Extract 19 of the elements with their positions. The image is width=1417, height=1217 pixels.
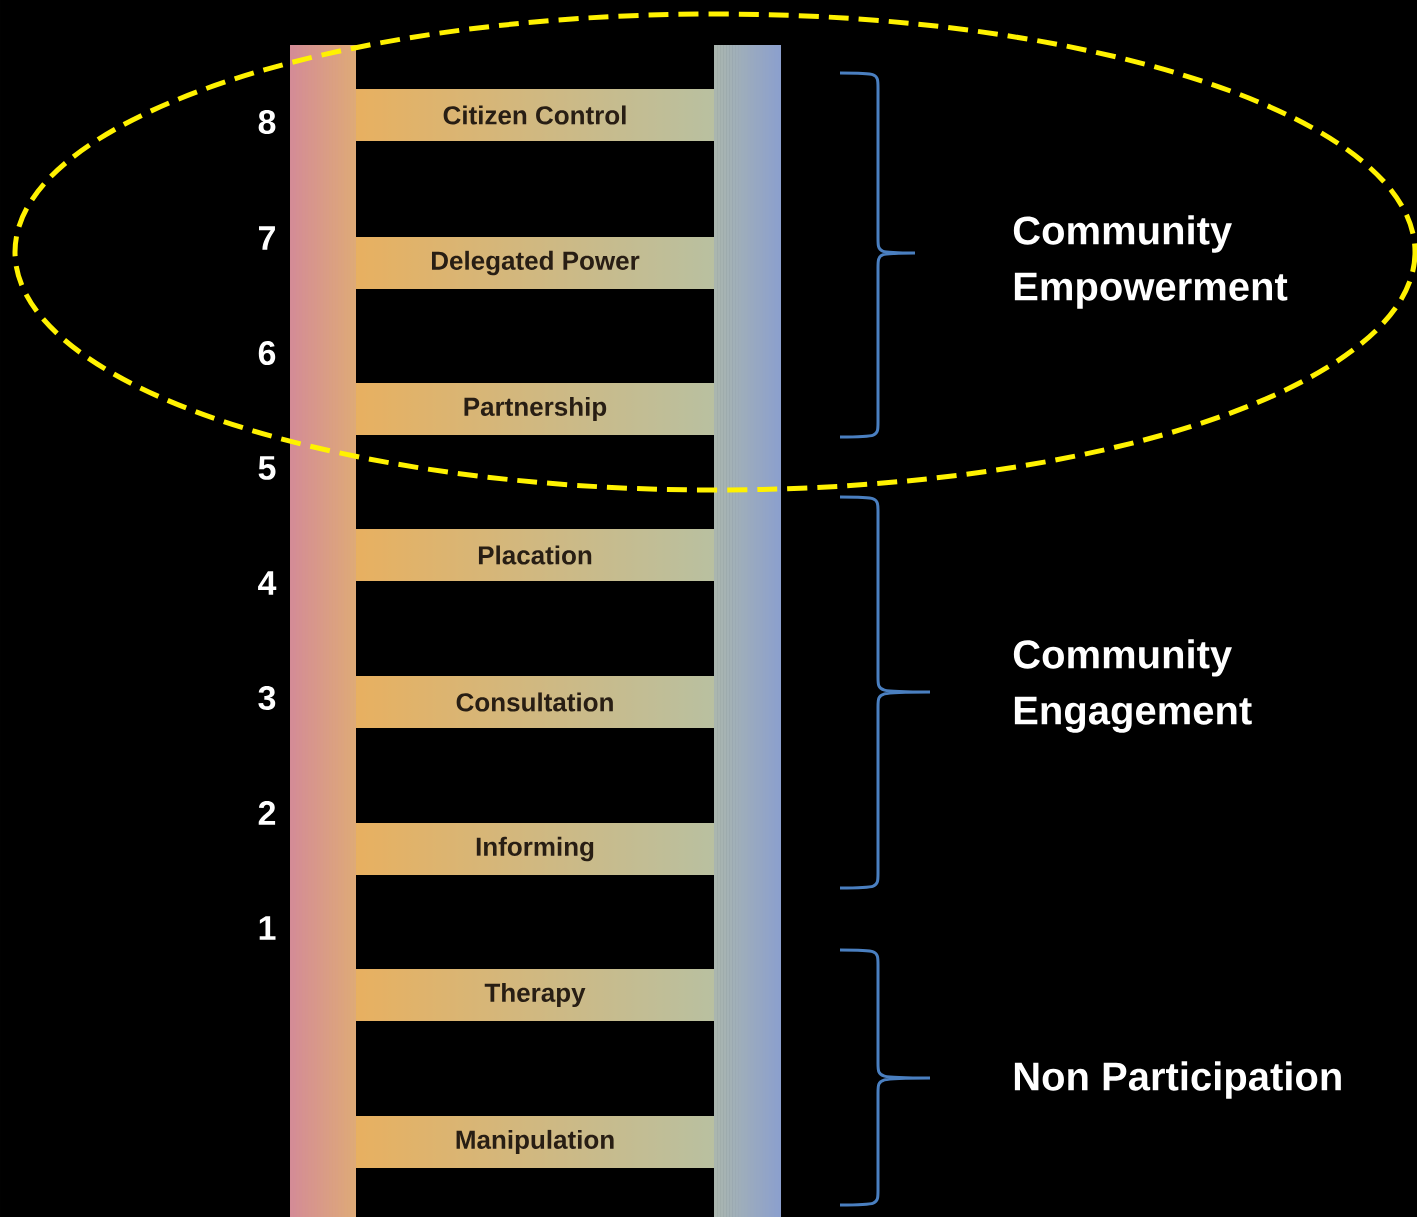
ladder-rung: Informing — [476, 836, 594, 862]
group-label: Non Participation — [1014, 1061, 1341, 1099]
step-number: 2 — [258, 801, 276, 825]
ladder-rung: Partnership — [464, 396, 607, 422]
step-number: 3 — [258, 685, 276, 711]
step-number: 5 — [258, 456, 276, 480]
ladder-rung: Placation — [478, 545, 592, 565]
step-number: 6 — [258, 340, 276, 366]
ladder-rung: Delegated Power — [432, 250, 640, 276]
group-label: Community Engagement — [1013, 639, 1252, 733]
group-label: Community Empowerment — [1013, 215, 1288, 309]
ladder-rung: Consultation — [456, 692, 613, 712]
step-number: 4 — [258, 571, 277, 595]
step-number: 8 — [258, 109, 276, 135]
ladder-rung: Citizen Control — [443, 105, 626, 125]
step-number: 7 — [259, 226, 275, 250]
ladder-rung: Therapy — [484, 982, 586, 1008]
ladder-rung: Manipulation — [456, 1129, 614, 1155]
step-number: 1 — [259, 916, 276, 940]
